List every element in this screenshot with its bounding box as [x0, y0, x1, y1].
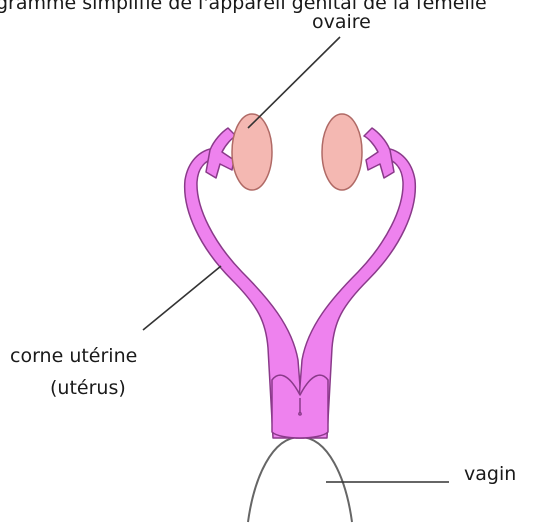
ovary-right — [322, 114, 362, 190]
vagina-label: vagin — [464, 463, 516, 485]
vagina-outline — [248, 437, 352, 522]
diagram-caption: gramme simplifié de l'appareil génital d… — [0, 0, 487, 14]
uterine-horn-leader-line — [143, 266, 221, 330]
uterus — [185, 128, 416, 438]
ovary-leader-line — [248, 37, 340, 128]
uterus-label: (utérus) — [50, 377, 126, 399]
uterine-horn-label: corne utérine — [10, 345, 137, 367]
horn-tip-right — [364, 128, 394, 178]
ovary-left — [232, 114, 272, 190]
ovary-label: ovaire — [312, 11, 371, 33]
